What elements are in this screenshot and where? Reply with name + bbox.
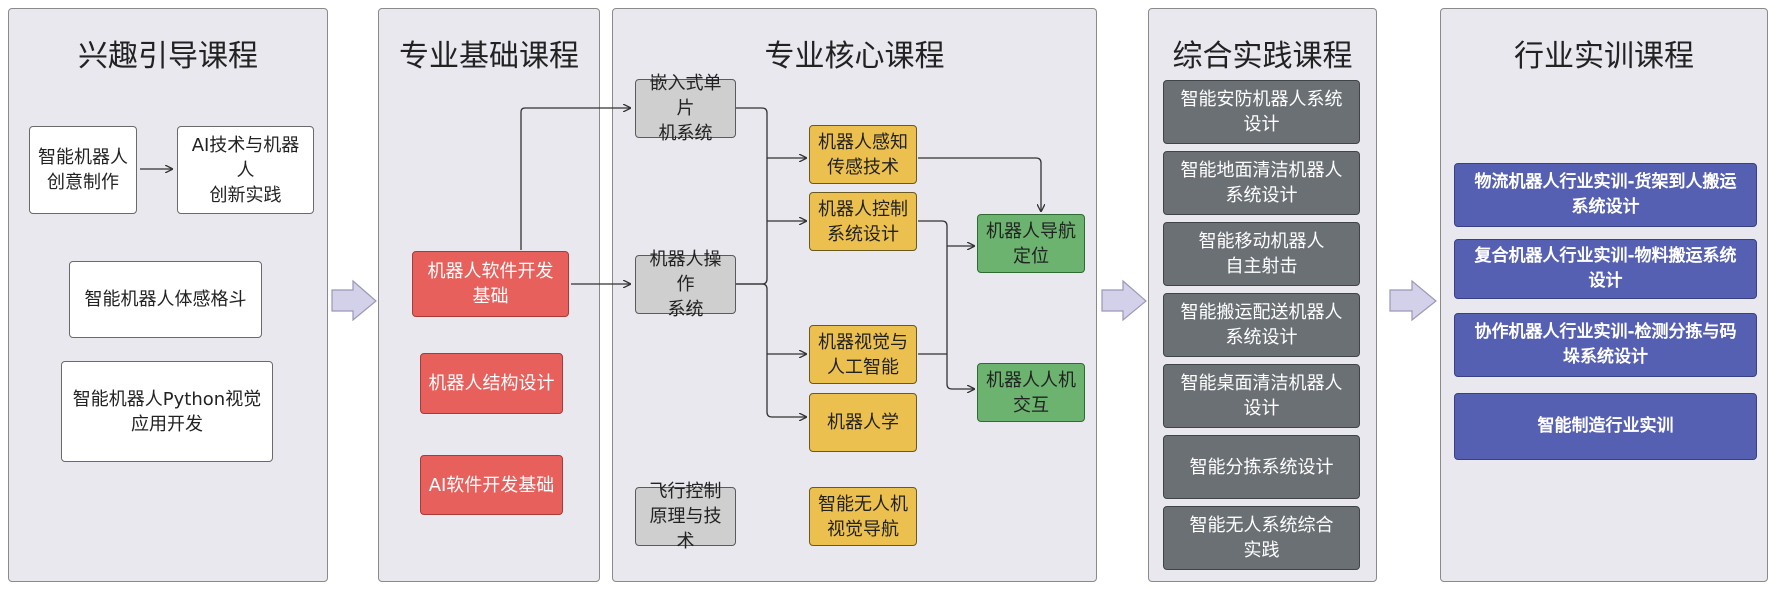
panel-title: 专业核心课程 (764, 39, 945, 74)
course-box[interactable]: 复合机器人行业实训-物料搬运系统 设计 (1454, 239, 1757, 299)
panel-interest: 兴趣引导课程 智能机器人 创意制作 AI技术与机器人 创新实践 智能机器人体感格… (8, 8, 328, 582)
course-box[interactable]: 智能机器人 创意制作 (29, 126, 137, 214)
course-box[interactable]: 机器视觉与 人工智能 (809, 325, 917, 384)
course-box[interactable]: 智能搬运配送机器人 系统设计 (1163, 293, 1360, 357)
course-box[interactable]: 智能制造行业实训 (1454, 393, 1757, 460)
course-box[interactable]: 智能分拣系统设计 (1163, 435, 1360, 499)
course-box[interactable]: 智能机器人Python视觉 应用开发 (61, 361, 273, 462)
course-box[interactable]: 智能移动机器人 自主射击 (1163, 222, 1360, 286)
course-box[interactable]: 智能地面清洁机器人 系统设计 (1163, 151, 1360, 215)
course-box[interactable]: 物流机器人行业实训-货架到人搬运 系统设计 (1454, 163, 1757, 227)
course-box[interactable]: 智能无人系统综合 实践 (1163, 506, 1360, 570)
course-box[interactable]: 机器人结构设计 (420, 353, 563, 414)
course-box[interactable]: AI软件开发基础 (420, 455, 563, 515)
course-box[interactable]: 机器人控制 系统设计 (809, 192, 917, 251)
course-box[interactable]: 飞行控制 原理与技术 (635, 481, 736, 552)
course-box[interactable]: 智能安防机器人系统 设计 (1163, 80, 1360, 144)
course-box[interactable]: 协作机器人行业实训-检测分拣与码 垛系统设计 (1454, 313, 1757, 377)
course-box[interactable]: AI技术与机器人 创新实践 (177, 126, 314, 214)
panel-core: 专业核心课程 嵌入式单片 机系统 机器人操作 系统 飞行控制 原理与技术 机器人… (612, 8, 1097, 582)
course-box[interactable]: 智能机器人体感格斗 (69, 261, 262, 338)
panel-title: 兴趣引导课程 (78, 39, 258, 74)
panel-practice: 综合实践课程 智能安防机器人系统 设计 智能地面清洁机器人 系统设计 智能移动机… (1148, 8, 1377, 582)
panel-title: 行业实训课程 (1514, 39, 1694, 74)
course-box[interactable]: 机器人人机 交互 (977, 363, 1085, 422)
panel-title: 专业基础课程 (399, 39, 579, 74)
course-box[interactable]: 机器人导航 定位 (977, 214, 1085, 273)
course-box[interactable]: 智能桌面清洁机器人 设计 (1163, 364, 1360, 428)
panel-title: 综合实践课程 (1172, 39, 1353, 74)
course-box[interactable]: 机器人感知 传感技术 (809, 125, 917, 184)
course-box[interactable]: 机器人学 (809, 393, 917, 452)
panel-industry: 行业实训课程 物流机器人行业实训-货架到人搬运 系统设计 复合机器人行业实训-物… (1440, 8, 1768, 582)
course-box[interactable]: 机器人操作 系统 (635, 249, 736, 320)
course-box[interactable]: 机器人软件开发 基础 (412, 251, 569, 317)
course-box[interactable]: 智能无人机 视觉导航 (809, 487, 917, 546)
panel-foundation: 专业基础课程 机器人软件开发 基础 机器人结构设计 AI软件开发基础 (378, 8, 600, 582)
course-box[interactable]: 嵌入式单片 机系统 (635, 73, 736, 144)
